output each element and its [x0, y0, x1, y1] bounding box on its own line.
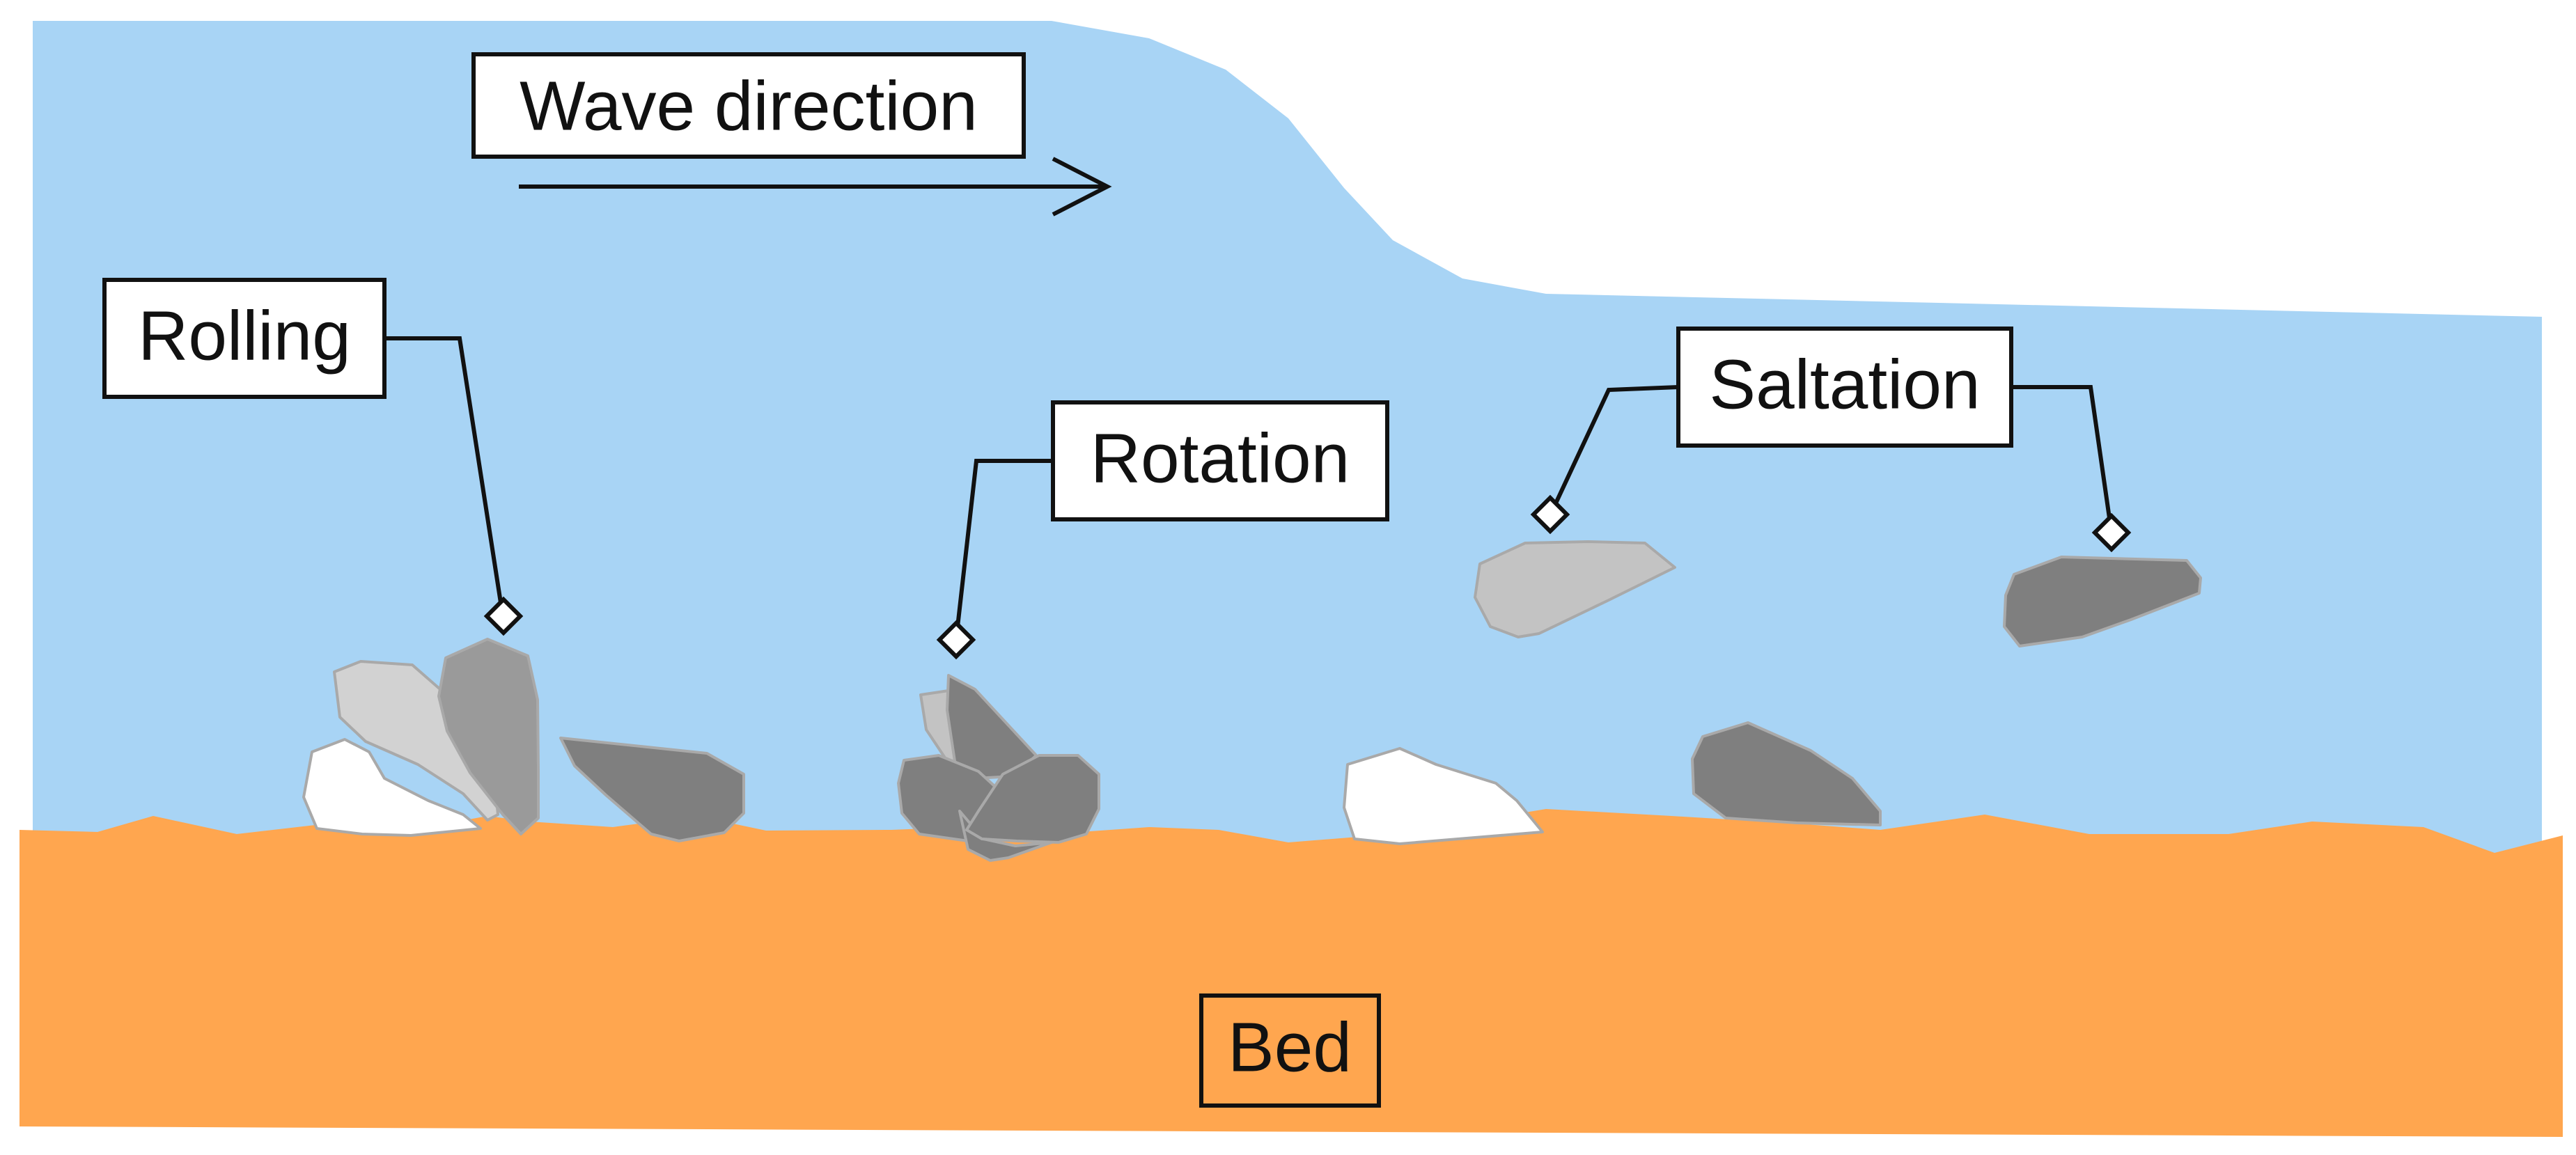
bed-text: Bed	[1228, 1008, 1352, 1086]
wave-direction-label: Wave direction	[471, 52, 1026, 159]
rock	[333, 660, 499, 822]
rolling-rocks	[302, 638, 745, 842]
rock	[946, 674, 1038, 780]
rolling-label: Rolling	[102, 278, 524, 636]
rotation-rocks	[897, 674, 1100, 862]
rotation-leader-line	[954, 459, 1053, 640]
bed-rocks	[1343, 721, 1882, 845]
rock	[965, 754, 1100, 844]
rotation-label: Rotation	[936, 400, 1389, 660]
rock	[559, 737, 745, 842]
rolling-leader-line	[384, 336, 505, 617]
rock	[437, 638, 540, 835]
saltation-leader-line-right	[2011, 385, 2114, 533]
saltation-label: Saltation	[1530, 327, 2132, 553]
bed-label: Bed	[1199, 993, 1381, 1108]
rock	[1691, 721, 1882, 826]
saltation-marker-left	[1530, 494, 1570, 535]
bed-box	[1199, 993, 1381, 1108]
rotation-box	[1051, 400, 1389, 521]
rock	[2003, 556, 2202, 647]
saltation-box	[1676, 327, 2013, 448]
bed	[19, 809, 2563, 1137]
saltation-rocks	[1474, 540, 2202, 647]
wave-direction-box	[471, 52, 1026, 159]
saltation-leader-line-left	[1548, 385, 1679, 517]
rotation-text: Rotation	[1091, 419, 1350, 497]
rolling-box	[102, 278, 387, 399]
saltation-marker-right	[2091, 512, 2132, 553]
rock	[1343, 747, 1544, 845]
rolling-text: Rolling	[138, 297, 351, 375]
wave-direction-arrow	[519, 157, 1112, 217]
rotation-marker	[936, 620, 976, 660]
saltation-text: Saltation	[1709, 345, 1980, 423]
rolling-marker	[483, 596, 524, 636]
rock	[1474, 540, 1676, 638]
wave-direction-text: Wave direction	[520, 67, 978, 145]
rock	[302, 738, 482, 837]
